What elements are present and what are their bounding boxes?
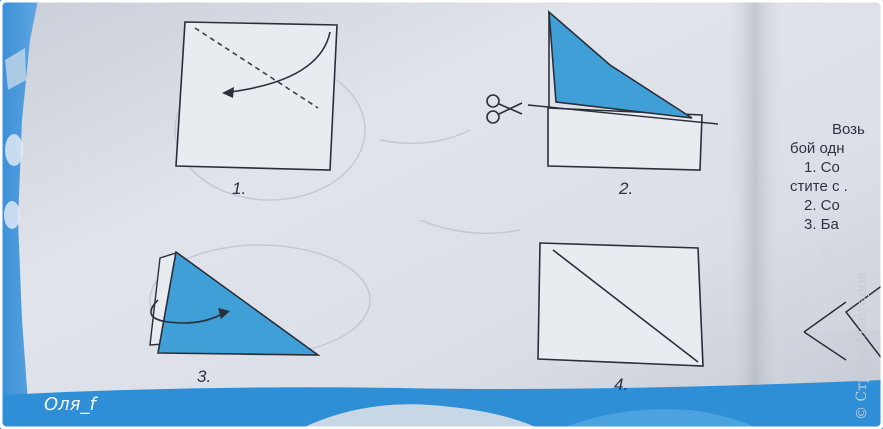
scissors-icon [486,94,523,124]
right-page-line: стите с . [790,178,848,195]
right-page-line: 3. Ба [804,216,840,233]
right-page-line: 1. Со [804,159,840,176]
step-2-diagram [527,10,719,171]
bottom-band-wave [560,409,760,429]
right-page-line: Возь [832,121,865,138]
author-signature: Оля_f [44,394,99,415]
left-blue-strip [0,0,38,429]
strip-decoration [5,134,23,166]
right-page-line: бой одн [790,140,845,157]
step-4-diagram [537,242,704,367]
bottom-white-shape [300,404,540,429]
step-2-caption: 2. [618,179,633,198]
step-1-diagram [175,21,338,171]
step-3-caption: 3. [197,367,211,386]
strip-decoration [4,201,20,229]
step-4-caption: 4. [614,375,628,394]
right-page-line: 2. Со [804,197,840,214]
book-spine [725,0,785,429]
step-3-diagram [149,250,321,356]
right-page-diagram [800,250,883,361]
watermark: © Страна Мастеров [854,272,870,420]
strip-decoration [5,48,26,90]
step-1-caption: 1. [232,179,246,198]
